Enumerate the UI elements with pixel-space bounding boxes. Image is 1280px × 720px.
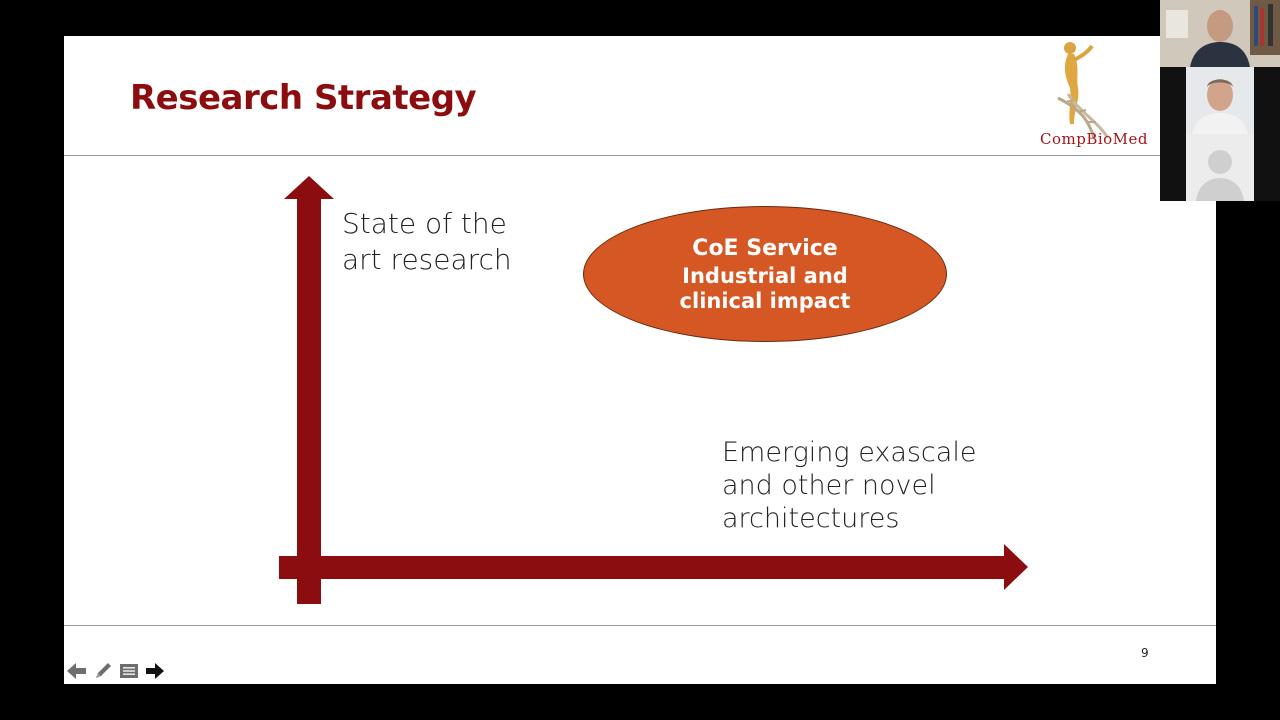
default-avatar-icon bbox=[1186, 134, 1254, 201]
logo-text: CompBioMed bbox=[1039, 130, 1149, 148]
y-axis-arrow bbox=[284, 176, 334, 604]
pen-tool-button[interactable] bbox=[92, 660, 114, 682]
y-axis-label-line-2: art research bbox=[342, 243, 512, 276]
coe-service-ellipse: CoE Service Industrial and clinical impa… bbox=[583, 206, 947, 342]
slide-menu-button[interactable] bbox=[118, 660, 140, 682]
page-number: 9 bbox=[1141, 646, 1149, 660]
footer-divider bbox=[64, 625, 1216, 626]
video-participants-panel bbox=[1160, 0, 1280, 201]
pen-icon bbox=[96, 663, 111, 678]
x-axis-label: Emerging exascale and other novel archit… bbox=[722, 436, 1042, 535]
title-divider bbox=[64, 155, 1216, 156]
slide: Research Strategy CompBioMed State of th… bbox=[64, 36, 1216, 684]
menu-icon bbox=[120, 664, 138, 678]
logo-figure-icon bbox=[1057, 42, 1110, 139]
x-axis-label-line-1: Emerging exascale bbox=[722, 437, 977, 468]
presenter-toolbar bbox=[66, 660, 166, 682]
ellipse-line-3: clinical impact bbox=[679, 289, 851, 313]
ellipse-line-2: Industrial and bbox=[682, 264, 848, 288]
participant-video-2 bbox=[1186, 67, 1254, 134]
next-slide-button[interactable] bbox=[144, 660, 166, 682]
slide-title: Research Strategy bbox=[130, 78, 477, 118]
y-axis-label-line-1: State of the bbox=[342, 207, 507, 240]
x-axis-label-line-2: and other novel bbox=[722, 470, 936, 501]
previous-slide-button[interactable] bbox=[66, 660, 88, 682]
participant-video-1 bbox=[1160, 0, 1280, 67]
participant-video-tile-2[interactable] bbox=[1186, 67, 1254, 134]
participant-video-tile-1[interactable] bbox=[1160, 0, 1280, 67]
strategy-axes bbox=[279, 176, 1028, 604]
previous-arrow-icon bbox=[67, 663, 86, 679]
ellipse-title: CoE Service bbox=[692, 236, 838, 261]
x-axis-arrow bbox=[279, 544, 1028, 590]
next-arrow-icon bbox=[146, 663, 164, 679]
x-axis-label-line-3: architectures bbox=[722, 503, 900, 534]
participant-avatar-tile[interactable] bbox=[1186, 134, 1254, 201]
compbiomed-logo: CompBioMed bbox=[1028, 38, 1160, 150]
y-axis-label: State of the art research bbox=[342, 206, 562, 278]
